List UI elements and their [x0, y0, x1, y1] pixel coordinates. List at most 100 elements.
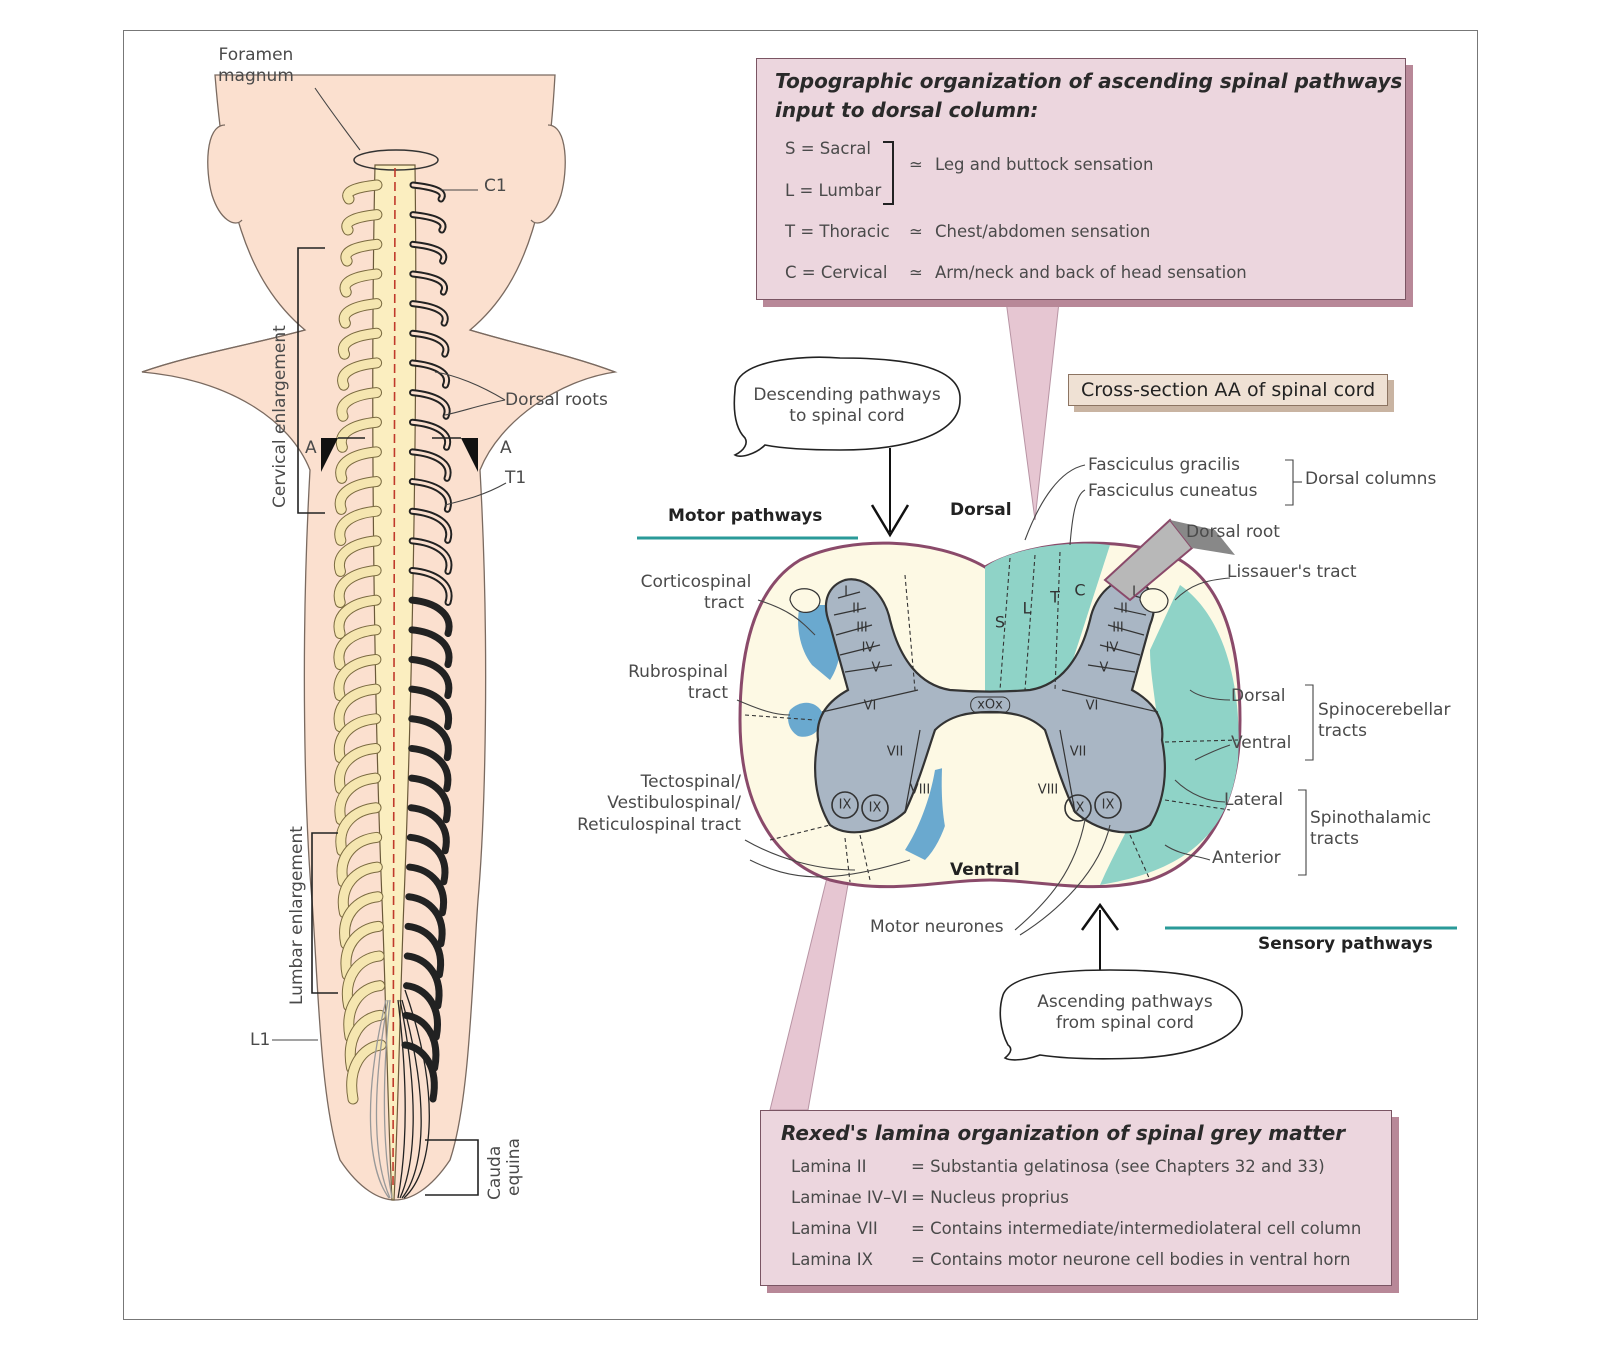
cauda-line2: equina — [503, 1138, 524, 1196]
ascending-arrowhead — [1080, 902, 1120, 931]
lamina-r7: VII — [1069, 744, 1087, 760]
nerve-root-right — [403, 952, 443, 1010]
nerve-root-left — [335, 743, 381, 794]
nerve-root-right — [406, 863, 448, 917]
approx-1: ≃ — [909, 155, 923, 174]
dorsal-column-teal — [985, 543, 1110, 700]
nerve-root-right-inner — [411, 242, 446, 263]
shoulder-line-right — [469, 329, 616, 373]
central-canal: xOx — [970, 696, 1010, 714]
nerve-root-left — [336, 803, 381, 856]
figure-frame — [123, 30, 1478, 1320]
corticospinal-line2: tract — [703, 593, 745, 614]
nerve-root-left — [335, 773, 381, 825]
lamina-r8: VIII — [1037, 782, 1059, 798]
ventral-spinocerebellar-label: Ventral — [1231, 733, 1292, 753]
nerve-root-left — [342, 210, 382, 235]
motor-pathways-label: Motor pathways — [668, 506, 823, 526]
sacral-lumbar-bracket — [883, 141, 894, 205]
nerve-root-right — [408, 744, 452, 793]
corticospinal-line1: Corticospinal — [640, 572, 752, 592]
dorsal-label: Dorsal — [950, 500, 1012, 520]
lumbar-enlargement-label: Lumbar enlargement — [287, 826, 307, 1005]
cross-section-label: Cross-section AA of spinal cord — [1068, 374, 1389, 406]
tecto-line1: Tectospinal/ — [640, 772, 741, 792]
nerve-root-right-inner — [410, 420, 450, 449]
l1-label: L1 — [250, 1030, 271, 1050]
nerve-root-left — [336, 447, 381, 483]
topographic-title: Topographic organization of ascending sp… — [775, 67, 1402, 125]
lamina-r3: III — [1112, 620, 1124, 636]
lateral-spinothalamic-label: Lateral — [1224, 790, 1284, 810]
topographic-title-line2: input to dorsal column: — [775, 98, 1039, 122]
left-brackets — [297, 247, 479, 1196]
nerve-root-left — [337, 388, 382, 421]
lamina-r4: IV — [1105, 640, 1119, 656]
lamina-boundaries — [821, 591, 1159, 813]
left-ear — [207, 124, 243, 224]
rexed-box: Rexed's lamina organization of spinal gr… — [760, 1110, 1392, 1286]
lamina-l4: IV — [861, 640, 875, 656]
rexed-lamina-0: Lamina II — [791, 1157, 867, 1176]
nerve-root-left — [334, 595, 381, 638]
sensory-pathways-label: Sensory pathways — [1258, 934, 1433, 954]
cauda-equina-strands — [369, 989, 430, 1199]
nerve-root-right — [406, 833, 449, 886]
tecto-line3: Reticulospinal tract — [577, 814, 741, 835]
tecto-label: Tectospinal/ Vestibulospinal/ Reticulosp… — [555, 772, 741, 836]
foramen-magnum-line1: Foramen — [218, 45, 294, 65]
motor-neurone-circles — [831, 791, 1122, 822]
nerve-root-right — [402, 1011, 440, 1072]
lamina-l9b: IX — [868, 800, 882, 816]
chest-row: Chest/abdomen sensation — [935, 222, 1151, 241]
dc-letter-s: S — [994, 612, 1006, 632]
cervical-row: C = Cervical — [785, 263, 888, 282]
spinocerebellar-line2: tracts — [1318, 721, 1367, 742]
nerve-root-left — [342, 951, 384, 1011]
nerve-root-right-inner — [410, 539, 451, 573]
rexed-desc-1: = Nucleus proprius — [911, 1188, 1069, 1207]
lamina-l6: VI — [863, 698, 877, 714]
nerve-root-right-inner — [410, 509, 451, 542]
cervical-bracket — [297, 247, 325, 514]
nerve-root-left — [345, 1010, 385, 1073]
nerve-root-right — [408, 596, 453, 637]
ascending-line2: from spinal cord — [1056, 1013, 1194, 1034]
dorsal-spinocerebellar-label: Dorsal — [1231, 686, 1286, 706]
nerve-root-left — [340, 892, 383, 949]
nerve-root-left — [341, 921, 384, 980]
nerve-root-right — [408, 715, 452, 762]
corticospinal-label: Corticospinal tract — [630, 572, 762, 615]
ascending-bubble — [999, 969, 1243, 1061]
descending-line1: Descending pathways — [753, 385, 941, 405]
dorsal-roots-label: Dorsal roots — [505, 390, 608, 410]
nerve-root-right — [408, 685, 453, 731]
rexed-desc-3: = Contains motor neurone cell bodies in … — [911, 1250, 1351, 1269]
lamina-r2: II — [1120, 601, 1128, 617]
nerve-root-right — [408, 655, 453, 700]
nerve-root-right-inner — [411, 361, 449, 387]
cervical-enlargement-label: Cervical enlargement — [270, 325, 290, 508]
nerve-root-left — [338, 862, 382, 918]
nerve-root-left — [334, 625, 381, 670]
nerve-root-right — [401, 1041, 438, 1103]
dc-letter-l: L — [1022, 598, 1032, 618]
nerve-root-left — [341, 239, 382, 266]
nerve-root-right-inner — [410, 480, 450, 511]
descending-arrowhead — [870, 504, 910, 538]
approx-3: ≃ — [909, 263, 923, 282]
spinal-cord — [333, 149, 453, 1201]
fasciculus-gracilis-label: Fasciculus gracilis — [1088, 455, 1241, 475]
rubrospinal-line2: tract — [687, 683, 728, 704]
section-arrows — [321, 437, 478, 472]
nerve-roots — [333, 179, 453, 1105]
nerve-root-left — [334, 684, 381, 732]
rubrospinal-line1: Rubrospinal — [628, 662, 728, 682]
section-mark-left: A — [305, 438, 317, 458]
t1-label: T1 — [505, 468, 527, 488]
left-leader-lines — [272, 87, 507, 1041]
nerve-root-right-inner — [411, 302, 447, 325]
nerve-root-right-inner — [411, 272, 447, 294]
rubrospinal-blue — [788, 702, 823, 737]
approx-2: ≃ — [909, 222, 923, 241]
